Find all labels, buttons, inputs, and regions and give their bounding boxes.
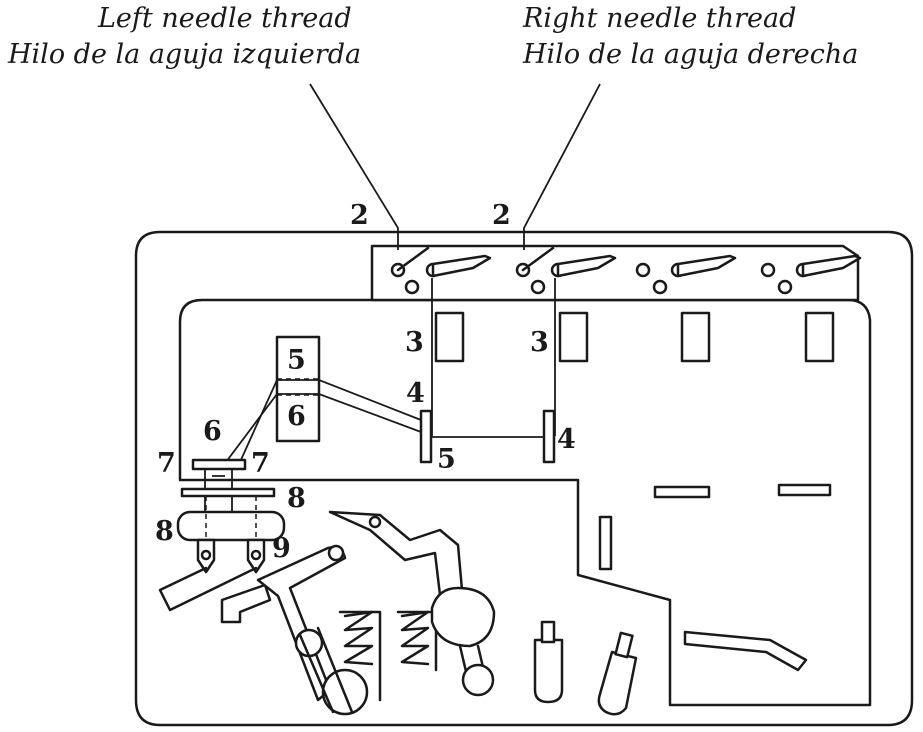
tension-bar (370, 244, 860, 302)
callout-box-6: 6 (287, 401, 306, 432)
right-needle-thread-line (523, 83, 601, 250)
thread-guide-right (558, 311, 589, 363)
slot-1 (653, 485, 711, 499)
callout-lower-5: 5 (437, 444, 456, 475)
needle-holder (176, 510, 286, 542)
slot-3 (598, 515, 613, 571)
thread-to-box-upper (239, 379, 422, 463)
callout-right-4: 4 (557, 424, 576, 455)
callout-left-8: 8 (155, 516, 174, 547)
guide-unit-3 (635, 254, 737, 295)
callout-right-7: 7 (251, 448, 270, 479)
callout-right-3: 3 (530, 327, 549, 358)
machine-outer-frame (134, 230, 914, 727)
callout-right-2: 2 (492, 200, 511, 231)
right-thread-label-en: Right needle thread (523, 3, 797, 34)
thread-to-box-lower (225, 393, 422, 463)
left-thread-label-es: Hilo de la aguja izquierda (8, 39, 362, 70)
callout-left-4: 4 (406, 378, 425, 409)
thread-guide-left (434, 311, 465, 363)
callout-left-2: 2 (350, 200, 369, 231)
needle-clamp-top (191, 458, 247, 471)
thread-guide-3 (680, 311, 711, 363)
guide-unit-4 (760, 254, 862, 295)
right-thread-label-es: Hilo de la aguja derecha (523, 39, 859, 70)
slot-2 (777, 483, 832, 497)
left-needle-thread-line (309, 83, 399, 250)
looper-head (430, 586, 496, 648)
looper-arm (328, 510, 464, 597)
take-up-guide-left (419, 409, 433, 464)
guide-unit-2 (515, 246, 617, 295)
callout-left-7: 7 (157, 448, 176, 479)
spring-left (343, 610, 374, 666)
thread-guide-4 (804, 311, 835, 363)
callout-upper-5: 5 (287, 345, 306, 376)
callout-left-3: 3 (405, 327, 424, 358)
spring-right (400, 610, 430, 666)
presser-foot-arm (158, 566, 258, 612)
right-lever (683, 630, 808, 672)
guide-unit-1 (390, 246, 492, 295)
presser-bar (180, 487, 276, 498)
lower-looper-1 (533, 638, 564, 704)
callout-needle-9: 9 (272, 533, 291, 564)
feed-lever (220, 583, 272, 624)
lower-looper-2 (597, 650, 638, 716)
take-up-guide-right (542, 409, 556, 464)
guide-box (275, 335, 321, 443)
callout-left-6: 6 (203, 416, 222, 447)
left-thread-label-en: Left needle thread (98, 3, 352, 34)
callout-right-8: 8 (287, 483, 306, 514)
